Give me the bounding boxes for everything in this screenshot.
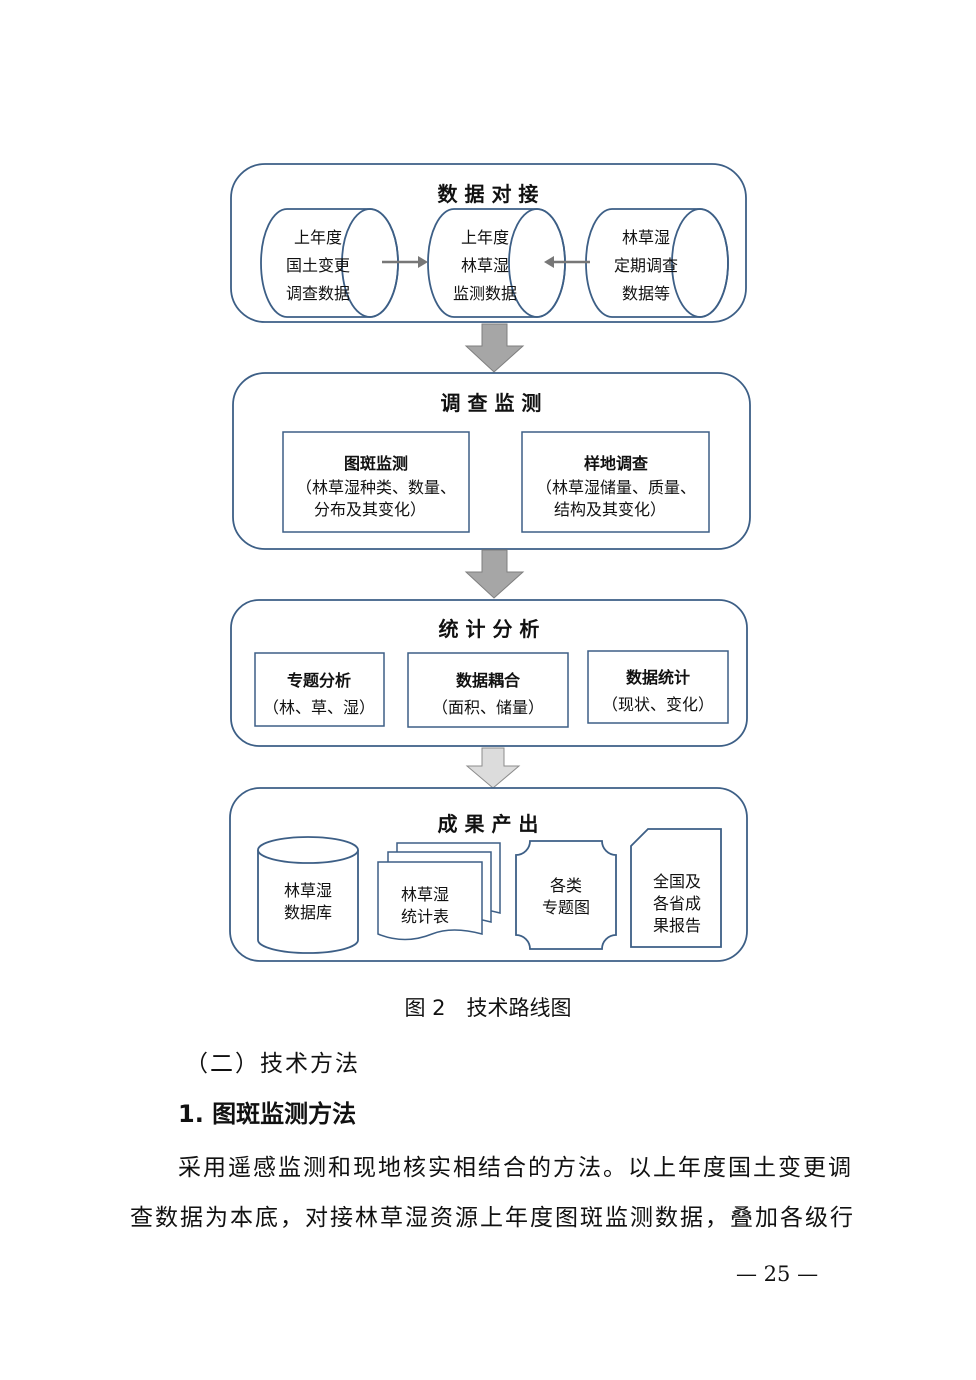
cyl1-line2: 国土变更: [286, 256, 350, 275]
box-patch-line2: 分布及其变化）: [314, 500, 426, 519]
box-plot-title: 样地调查: [584, 454, 648, 473]
cyl2-line3: 监测数据: [453, 284, 517, 303]
stats-table-line1: 林草湿: [401, 885, 449, 904]
paragraph-line: 采用遥感监测和现地核实相结合的方法。以上年度国土变更调: [178, 1155, 853, 1181]
panel-survey-monitoring: [232, 372, 751, 550]
cyl1-line1: 上年度: [294, 228, 342, 247]
panel-outputs-title: 成 果 产 出: [438, 812, 539, 836]
stats-table-line2: 统计表: [401, 907, 449, 926]
database-line1: 林草湿: [284, 881, 332, 900]
cyl3-line1: 林草湿: [622, 228, 670, 247]
page-number: — 25 —: [736, 1262, 819, 1286]
section-heading: （二）技术方法: [185, 1051, 360, 1077]
box-thematic-analysis: 专题分析 （林、草、湿）: [254, 652, 385, 727]
panel-data-docking-title: 数 据 对 接: [438, 182, 539, 206]
cyl3-line3: 数据等: [622, 284, 670, 303]
thematic-map-plaque-icon: 各类 专题图: [515, 840, 617, 950]
cylinder-periodic-survey-data: 林草湿 定期调查 数据等: [585, 208, 729, 318]
box-plot-line1: （林草湿储量、质量、: [536, 478, 696, 497]
down-arrow-icon: [464, 549, 525, 599]
cyl2-line1: 上年度: [461, 228, 509, 247]
box-coupling-title: 数据耦合: [456, 671, 521, 690]
cylinder-land-change-data: 上年度 国土变更 调查数据: [260, 208, 399, 318]
cyl1-line3: 调查数据: [286, 284, 350, 303]
box-statistics-title: 数据统计: [626, 668, 690, 687]
arrow-left-icon: [544, 256, 590, 268]
panel-data-docking: [230, 163, 747, 323]
cyl2-line2: 林草湿: [461, 256, 509, 275]
down-arrow-icon: [465, 747, 521, 789]
box-plot-survey: 样地调查 （林草湿储量、质量、 结构及其变化）: [521, 431, 710, 533]
cyl3-line2: 定期调查: [614, 256, 678, 275]
database-icon: 林草湿 数据库: [257, 836, 359, 954]
subsection-heading: 1. 图斑监测方法: [178, 1100, 357, 1128]
thematic-map-line2: 专题图: [542, 898, 590, 917]
technical-route-diagram: 数 据 对 接 上年度 国土变更 调查数据 上年度 林草湿 监测数据 林草湿 定…: [229, 163, 751, 962]
figure-caption: 图 2 技术路线图: [404, 996, 572, 1020]
box-statistics-sub: （现状、变化）: [602, 695, 714, 714]
arrow-right-icon: [382, 256, 428, 268]
report-document-icon: 全国及 各省成 果报告: [630, 828, 722, 948]
report-line3: 果报告: [653, 916, 701, 935]
panel-statistical-analysis: [230, 599, 748, 747]
box-patch-monitoring: 图斑监测 （林草湿种类、数量、 分布及其变化）: [282, 431, 470, 533]
database-line2: 数据库: [284, 903, 332, 922]
box-patch-line1: （林草湿种类、数量、: [296, 478, 456, 497]
report-line2: 各省成: [653, 894, 701, 913]
box-plot-line2: 结构及其变化）: [554, 500, 666, 519]
multi-document-icon: 林草湿 统计表: [377, 842, 501, 941]
cylinder-forest-monitoring-data: 上年度 林草湿 监测数据: [427, 208, 566, 318]
down-arrow-icon: [464, 323, 525, 373]
box-thematic-title: 专题分析: [287, 671, 351, 690]
report-line1: 全国及: [653, 872, 701, 891]
box-patch-title: 图斑监测: [344, 454, 408, 473]
paragraph-line: 查数据为本底，对接林草湿资源上年度图斑监测数据，叠加各级行: [130, 1205, 855, 1231]
box-thematic-sub: （林、草、湿）: [263, 698, 375, 717]
panel-survey-monitoring-title: 调 查 监 测: [441, 391, 542, 415]
panel-statistical-analysis-title: 统 计 分 析: [439, 617, 540, 641]
box-coupling-sub: （面积、储量）: [432, 698, 544, 717]
box-data-statistics: 数据统计 （现状、变化）: [587, 650, 729, 724]
box-data-coupling: 数据耦合 （面积、储量）: [407, 652, 569, 728]
panel-outputs: [229, 787, 748, 962]
thematic-map-line1: 各类: [550, 876, 582, 895]
